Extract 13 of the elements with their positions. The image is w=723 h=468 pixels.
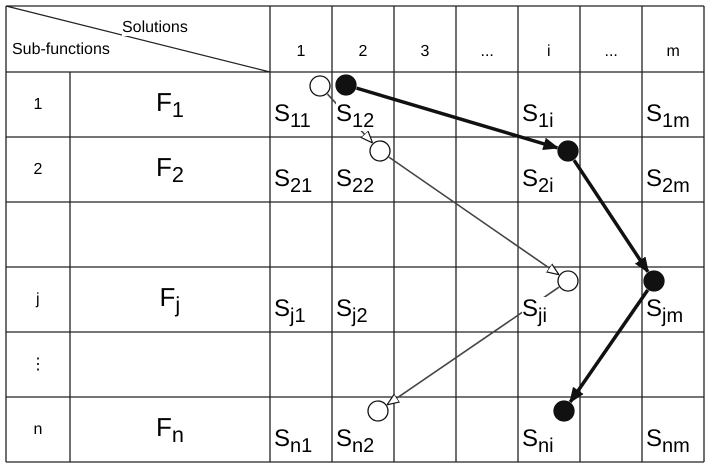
arrow	[388, 156, 560, 276]
solution-label: S$_{jm}$	[646, 297, 684, 326]
arrow	[572, 159, 650, 273]
solution-label: S$_{j1}$	[274, 297, 306, 326]
arrow	[386, 286, 560, 406]
solution-label: S$_{j2}$	[336, 297, 368, 326]
row-number: j	[36, 292, 40, 308]
solution-label: S$_{ji}$	[522, 297, 547, 326]
arrow	[568, 289, 650, 403]
arrow	[356, 86, 558, 150]
column-heading: Solutions	[122, 20, 188, 36]
solution-label: S$_{12}$	[336, 102, 374, 131]
arrow	[326, 94, 374, 144]
